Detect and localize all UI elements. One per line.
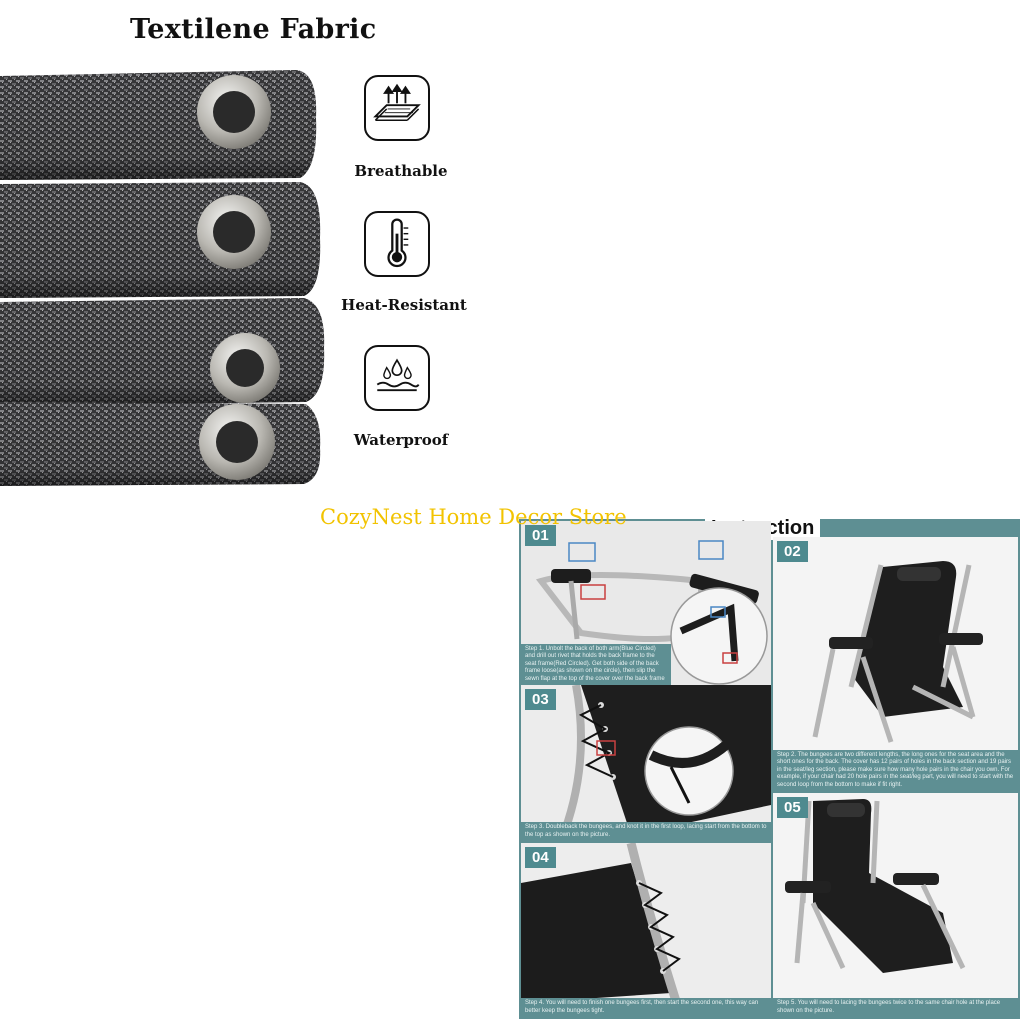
step-02-photo bbox=[773, 537, 1018, 791]
waterproof-icon bbox=[364, 345, 430, 411]
page-title: Textilene Fabric bbox=[130, 14, 377, 45]
step-01-panel: 01 Step 1. Unbolt the back of both arm(B… bbox=[521, 521, 771, 685]
step-02-panel: 02 Step 2. The bungees are two different… bbox=[773, 537, 1018, 791]
step-03-panel: 03 Step 3. Doubleback the bungees, and k… bbox=[521, 685, 771, 841]
breathable-icon bbox=[364, 75, 430, 141]
feature-label-waterproof: Waterproof bbox=[353, 431, 449, 449]
step-caption: Step 5. You will need to lacing the bung… bbox=[773, 998, 1018, 1017]
step-number: 04 bbox=[525, 847, 556, 868]
step-05-panel: 05 Step 5. You will need to lacing the b… bbox=[773, 793, 1018, 1017]
step-caption: Step 1. Unbolt the back of both arm(Blue… bbox=[521, 643, 671, 685]
store-name: CozyNest Home Decor Store bbox=[320, 505, 627, 529]
step-number: 02 bbox=[777, 541, 808, 562]
step-number: 01 bbox=[525, 525, 556, 546]
thermometer-icon bbox=[364, 211, 430, 277]
feature-label-heat-resistant: Heat-Resistant bbox=[341, 296, 467, 314]
step-number: 03 bbox=[525, 689, 556, 710]
step-04-photo bbox=[521, 843, 771, 1017]
step-number: 05 bbox=[777, 797, 808, 818]
step-03-photo bbox=[521, 685, 771, 841]
step-caption: Step 4. You will need to finish one bung… bbox=[521, 998, 771, 1017]
step-04-panel: 04 Step 4. You will need to finish one b… bbox=[521, 843, 771, 1017]
step-05-photo bbox=[773, 793, 1018, 1017]
fabric-rolls-image bbox=[0, 70, 325, 486]
feature-label-breathable: Breathable bbox=[354, 162, 448, 180]
step-caption: Step 3. Doubleback the bungees, and knot… bbox=[521, 822, 771, 841]
step-caption: Step 2. The bungees are two different le… bbox=[773, 749, 1018, 791]
instruction-panel: Instruction 01 Step 1. Unbolt the back o… bbox=[519, 519, 1020, 1019]
